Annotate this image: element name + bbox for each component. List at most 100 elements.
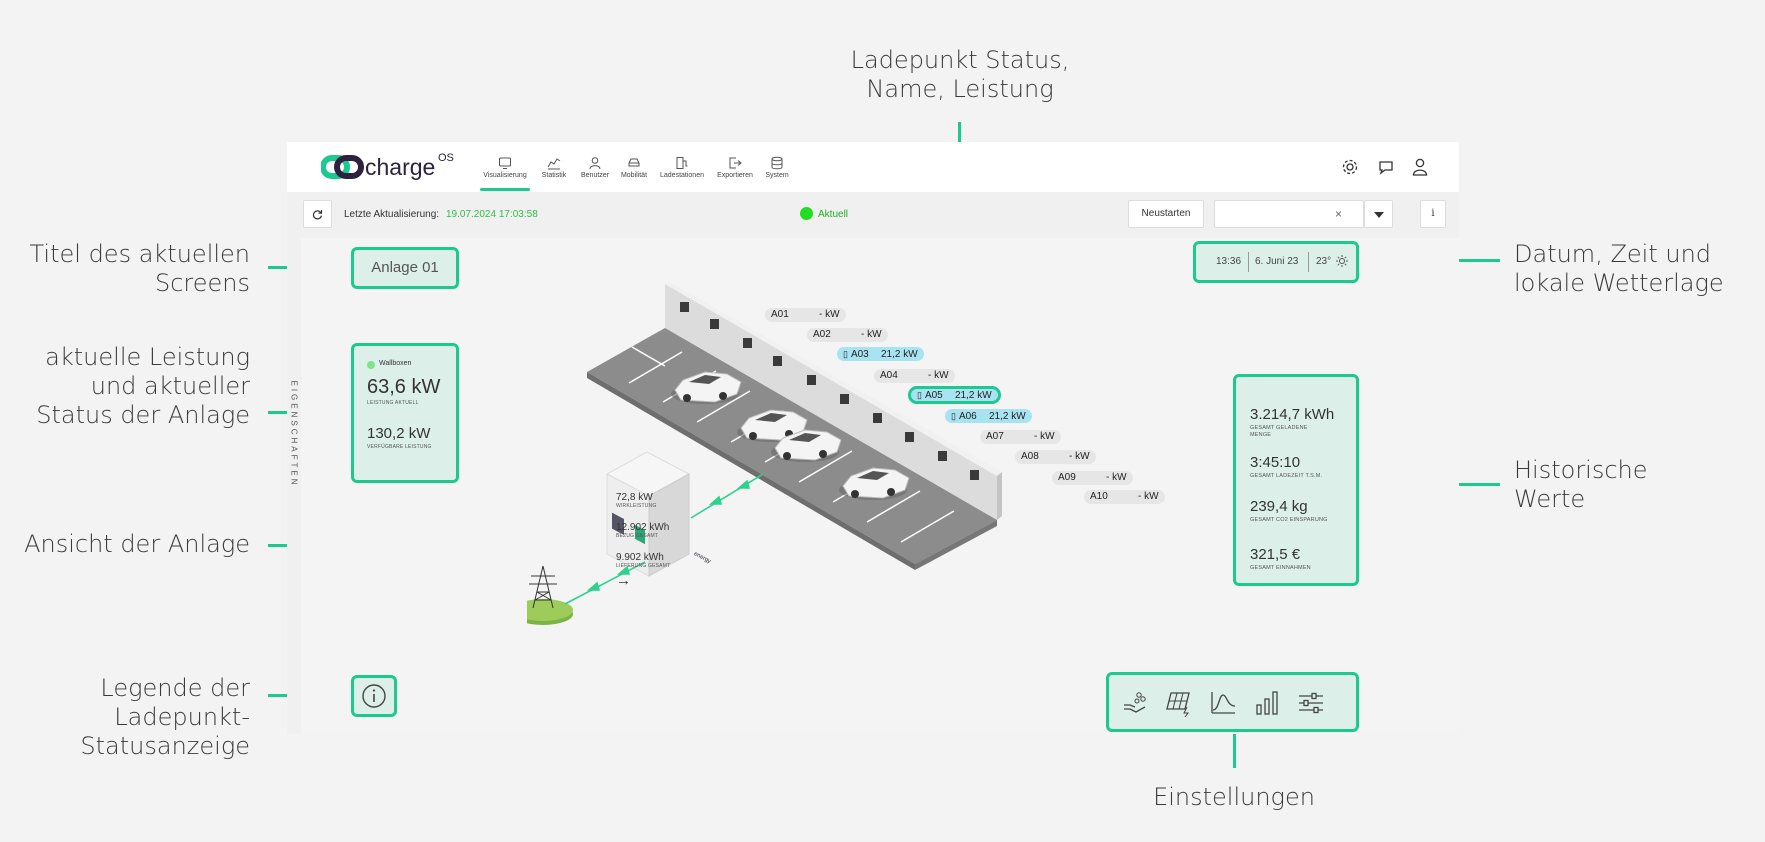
- connector: [1233, 730, 1236, 768]
- meter-label-export: LIEFERUNG GESAMT: [616, 563, 671, 569]
- power-tower: [527, 565, 573, 625]
- station-select[interactable]: ×: [1214, 200, 1364, 228]
- tab-system[interactable]: System: [762, 156, 792, 179]
- refresh-icon: [312, 210, 323, 220]
- annotation-title: Titel des aktuellen Screens: [0, 240, 251, 298]
- chargepoint-chip-a08[interactable]: A08- kW: [1015, 450, 1096, 464]
- history-value-co2: 239,4 kg: [1250, 498, 1308, 515]
- toolbar: Letzte Aktualisierung: 19.07.2024 17:03:…: [287, 192, 1459, 238]
- car: [771, 429, 842, 462]
- gear-icon[interactable]: [1341, 158, 1359, 176]
- datetime-box: 13:36 6. Juni 23 23°: [1193, 241, 1359, 283]
- restart-button[interactable]: Neustarten: [1128, 200, 1204, 228]
- tab-benutzer[interactable]: Benutzer: [578, 156, 612, 179]
- annotation-line: und aktueller: [90, 372, 250, 400]
- annotation-line: Ladepunkt Status,: [850, 46, 1070, 74]
- database-icon: [771, 156, 783, 170]
- annotation-status: Ladepunkt Status, Name, Leistung: [820, 46, 1100, 104]
- chargepoint-power: - kW: [819, 309, 840, 320]
- arrow-right-icon[interactable]: →: [616, 572, 631, 589]
- annotation-line: Status der Anlage: [36, 401, 250, 429]
- meter-value-import: 12.902 kWh: [616, 522, 670, 533]
- tab-label: System: [765, 172, 789, 179]
- sliders-icon[interactable]: [1297, 689, 1325, 717]
- wallbox: [807, 375, 816, 385]
- chargepoint-chip-a09[interactable]: A09 - kW: [1052, 471, 1133, 485]
- top-navigation-bar: charge OS Visualisierung Statistik Benut…: [287, 142, 1459, 192]
- logo-superscript: OS: [438, 152, 454, 164]
- site-visualization: [527, 282, 1002, 625]
- history-value-energy: 3.214,7 kWh: [1250, 406, 1335, 423]
- chargepoint-power: 21,2 kW: [988, 411, 1026, 422]
- annotation-line: lokale Wetterlage: [1514, 269, 1724, 297]
- tab-statistik[interactable]: Statistik: [537, 156, 571, 179]
- history-label-energy: GESAMT GELADENE MENGE: [1250, 425, 1308, 438]
- chargepoint-chip-a07[interactable]: A07- kW: [980, 430, 1061, 444]
- chargepoint-power: - kW: [1106, 472, 1127, 483]
- dropdown-toggle[interactable]: [1364, 200, 1393, 228]
- tab-label: Ladestationen: [660, 172, 704, 179]
- export-icon: [729, 157, 742, 169]
- chargepoint-name: A09: [1058, 472, 1076, 483]
- annotation-line: Screens: [154, 269, 250, 297]
- tab-mobilitaet[interactable]: Mobilität: [617, 156, 651, 179]
- chargepoint-name: A10: [1090, 491, 1108, 502]
- chargepoint-chip-a10[interactable]: A10 - kW: [1084, 490, 1165, 504]
- plug-icon: ▯: [843, 349, 848, 359]
- history-box: 3.214,7 kWh GESAMT GELADENE MENGE 3:45:1…: [1233, 374, 1359, 586]
- status-dot: [367, 361, 375, 369]
- wallboxes: [680, 302, 979, 480]
- chargepoint-name: A04: [880, 370, 898, 381]
- solar-panel-icon[interactable]: [1165, 689, 1193, 717]
- help-chat-icon[interactable]: [1377, 158, 1395, 176]
- wallbox: [680, 302, 689, 312]
- logo-icon: [321, 155, 364, 179]
- legend-button[interactable]: [351, 675, 397, 717]
- user-icon: [589, 157, 601, 170]
- wallbox: [773, 356, 782, 366]
- hand-plant-icon[interactable]: [1121, 689, 1149, 717]
- chargepoint-chip-a01[interactable]: A01- kW: [765, 308, 846, 322]
- chargepoint-power: - kW: [1138, 491, 1159, 502]
- annotation-settings: Einstellungen: [1153, 783, 1315, 811]
- side-tab-eigenschaften[interactable]: EIGENSCHAFTEN: [287, 238, 301, 734]
- tab-visualisierung[interactable]: Visualisierung: [483, 156, 527, 179]
- plug-icon: ▯: [917, 390, 922, 400]
- curve-chart-icon[interactable]: [1209, 689, 1237, 717]
- annotation-line: Historische: [1514, 456, 1648, 484]
- status-text: Aktuell: [818, 209, 849, 220]
- divider: [1248, 252, 1249, 272]
- annotation-line: Ladepunkt-: [114, 703, 250, 731]
- floor-edge: [587, 372, 915, 570]
- annotation-datetime: Datum, Zeit und lokale Wetterlage: [1514, 240, 1764, 298]
- info-button[interactable]: i: [1420, 200, 1446, 228]
- last-update-label: Letzte Aktualisierung:: [344, 209, 440, 220]
- chargepoint-power: 21,2 kW: [954, 390, 992, 401]
- clear-icon[interactable]: ×: [1335, 207, 1343, 221]
- wallbox: [970, 470, 979, 480]
- history-label-time: GESAMT LADEZEIT T.S.M.: [1250, 473, 1323, 479]
- bar-chart-icon[interactable]: [1253, 689, 1281, 717]
- chargepoint-chip-a04[interactable]: A04- kW: [874, 369, 955, 383]
- car: [839, 467, 910, 500]
- available-power-value: 130,2 kW: [367, 425, 431, 442]
- wallbox: [840, 394, 849, 404]
- chargepoint-power: - kW: [861, 329, 882, 340]
- wall-end: [997, 472, 1002, 520]
- refresh-button[interactable]: [303, 200, 332, 228]
- date-text: 6. Juni 23: [1255, 256, 1299, 267]
- meter-value-export: 9.902 kWh: [616, 552, 664, 563]
- user-account-icon[interactable]: [1411, 157, 1429, 176]
- tab-exportieren[interactable]: Exportieren: [715, 156, 755, 179]
- tab-ladestationen[interactable]: Ladestationen: [659, 156, 705, 179]
- wallbox-badge: Wallboxen: [379, 360, 412, 367]
- wallbox: [743, 338, 752, 348]
- meter-readings: 72,8 kW WIRKLEISTUNG 12.902 kWh BEZUG GE…: [616, 492, 696, 589]
- meter-value-power: 72,8 kW: [616, 492, 653, 503]
- chargepoint-chip-a02[interactable]: A02- kW: [807, 328, 888, 342]
- wallbox: [905, 432, 914, 442]
- sun-icon: [1336, 255, 1348, 267]
